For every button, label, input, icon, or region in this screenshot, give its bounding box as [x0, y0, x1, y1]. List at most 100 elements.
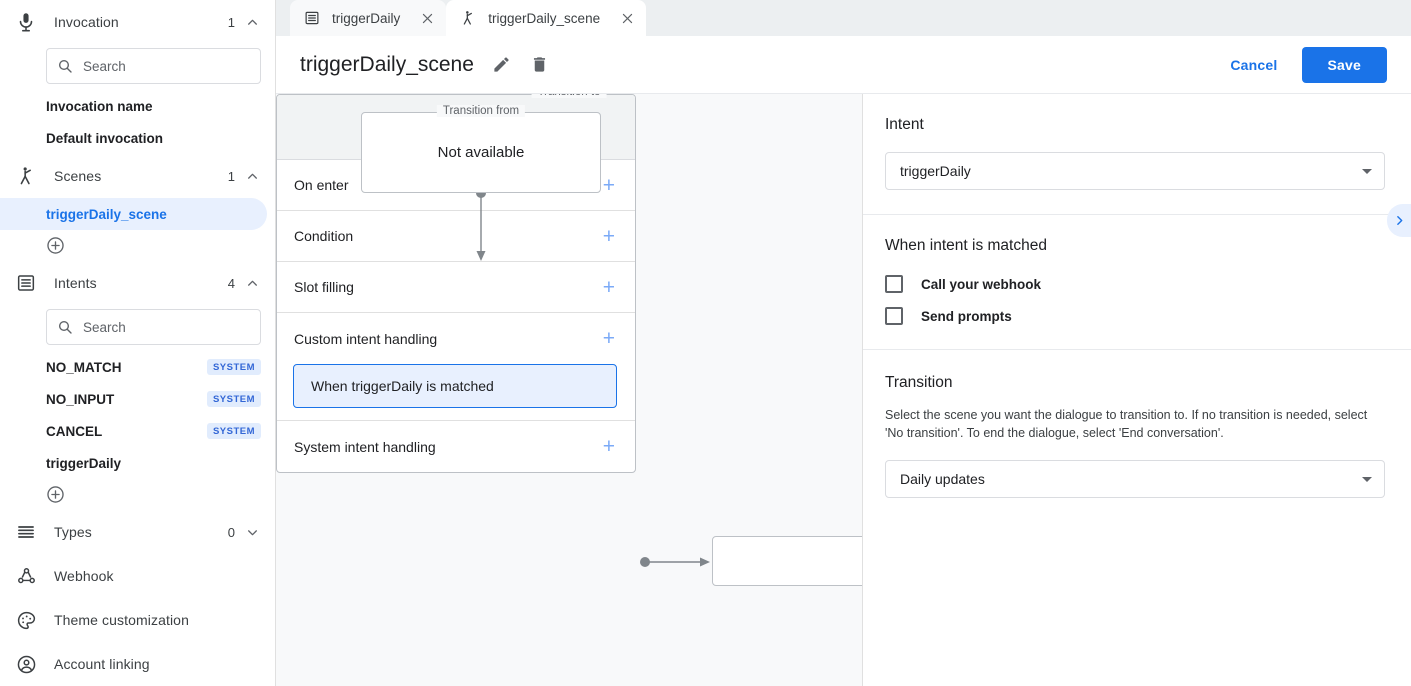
- sidebar-section-intents[interactable]: Intents 4: [0, 261, 275, 305]
- sidebar-item-theme-customization[interactable]: Theme customization: [0, 598, 275, 642]
- add-slot-filling-button[interactable]: +: [602, 275, 615, 299]
- add-on-enter-button[interactable]: +: [602, 173, 615, 197]
- scene-icon: [14, 164, 38, 188]
- tab-label: triggerDaily_scene: [488, 10, 601, 26]
- sidebar-item-invocation-name[interactable]: Invocation name: [0, 90, 275, 122]
- pencil-icon[interactable]: [492, 55, 512, 75]
- sidebar-item-webhook[interactable]: Webhook: [0, 554, 275, 598]
- send-prompts-checkbox[interactable]: [885, 307, 903, 325]
- call-your-webhook-row[interactable]: Call your webhook: [885, 275, 1385, 293]
- send-prompts-row[interactable]: Send prompts: [885, 307, 1385, 325]
- scene-icon: [460, 10, 477, 27]
- intent-handler-when-triggerdaily-is-matched[interactable]: When triggerDaily is matched: [293, 364, 617, 408]
- transition-section: Transition Select the scene you want the…: [863, 350, 1411, 522]
- scene-row-label: System intent handling: [294, 438, 436, 455]
- search-icon: [58, 59, 72, 73]
- sidebar-section-count: 1: [227, 168, 235, 184]
- invocation-search-input[interactable]: Search: [46, 48, 261, 84]
- call-your-webhook-label: Call your webhook: [921, 276, 1042, 292]
- tab-triggerdaily[interactable]: triggerDaily: [290, 0, 447, 36]
- transition-from-text: Not available: [437, 144, 525, 161]
- chevron-up-icon[interactable]: [245, 276, 259, 290]
- cancel-button[interactable]: Cancel: [1218, 49, 1289, 81]
- when-intent-matched-section: When intent is matched Call your webhook…: [863, 215, 1411, 350]
- scene-row-slot-filling[interactable]: Slot filling +: [277, 262, 635, 313]
- tab-triggerdaily-scene[interactable]: triggerDaily_scene: [446, 0, 647, 36]
- close-icon[interactable]: [418, 9, 436, 27]
- scene-row-label: On enter: [294, 177, 349, 193]
- add-condition-button[interactable]: +: [602, 224, 615, 248]
- add-circle-icon: [47, 237, 64, 254]
- tab-strip: triggerDaily triggerDaily_scene: [276, 0, 1411, 36]
- page-title: triggerDaily_scene: [300, 52, 474, 76]
- sidebar-item-label: triggerDaily_scene: [46, 206, 167, 222]
- send-prompts-label: Send prompts: [921, 308, 1012, 324]
- sidebar-item-no-input[interactable]: NO_INPUT SYSTEM: [0, 383, 275, 415]
- chevron-up-icon[interactable]: [245, 169, 259, 183]
- sidebar-item-label: Default invocation: [46, 130, 164, 146]
- transition-to-legend: Transition to: [531, 94, 607, 98]
- scene-row-label: Custom intent handling: [294, 330, 438, 347]
- save-button[interactable]: Save: [1301, 46, 1387, 83]
- intents-search-input[interactable]: Search: [46, 309, 261, 345]
- chevron-down-icon[interactable]: [245, 525, 259, 539]
- sidebar-section-scenes[interactable]: Scenes 1: [0, 154, 275, 198]
- scene-row-condition[interactable]: Condition +: [277, 211, 635, 262]
- sidebar: Invocation 1 Search Invocation name Defa…: [0, 0, 276, 686]
- types-icon: [14, 520, 38, 544]
- sidebar-item-label: CANCEL: [46, 423, 103, 439]
- add-intent-button[interactable]: [0, 479, 275, 510]
- sidebar-item-label: NO_INPUT: [46, 391, 115, 407]
- sidebar-section-count: 0: [227, 524, 235, 540]
- transition-from-legend: Transition from: [436, 105, 526, 117]
- sidebar-section-label: Intents: [54, 275, 97, 291]
- intent-select[interactable]: triggerDaily: [885, 152, 1385, 190]
- transition-target-text: Dail: [713, 537, 862, 585]
- tab-label: triggerDaily: [332, 10, 401, 26]
- sidebar-item-label: triggerDaily: [46, 455, 122, 471]
- sidebar-item-cancel[interactable]: CANCEL SYSTEM: [0, 415, 275, 447]
- custom-intent-handling-group: Custom intent handling + When triggerDai…: [277, 313, 635, 421]
- intents-search-wrapper: Search: [0, 305, 275, 351]
- sidebar-item-triggerdaily[interactable]: triggerDaily: [0, 447, 275, 479]
- sidebar-item-label: Account linking: [54, 656, 150, 672]
- intents-icon: [14, 271, 38, 295]
- sidebar-section-label: Invocation: [54, 14, 119, 30]
- sidebar-item-triggerdaily-scene[interactable]: triggerDaily_scene: [0, 198, 267, 230]
- add-scene-button[interactable]: [0, 230, 275, 261]
- status-badge: SYSTEM: [206, 359, 261, 375]
- sidebar-section-types[interactable]: Types 0: [0, 510, 275, 554]
- scene-row-custom-intent-handling[interactable]: Custom intent handling +: [277, 313, 635, 364]
- when-intent-matched-title: When intent is matched: [885, 237, 1047, 254]
- scene-row-label: Slot filling: [294, 279, 354, 295]
- close-icon[interactable]: [618, 9, 636, 27]
- intents-search-placeholder: Search: [83, 319, 126, 335]
- intents-icon: [304, 10, 321, 27]
- status-badge: SYSTEM: [206, 423, 261, 439]
- transition-target-node[interactable]: Tr Dail: [712, 536, 862, 586]
- main-content: triggerDaily triggerDaily_scene: [276, 0, 1411, 686]
- sidebar-section-label: Scenes: [54, 168, 102, 184]
- add-system-intent-handling-button[interactable]: +: [602, 435, 615, 458]
- scene-row-system-intent-handling[interactable]: System intent handling +: [277, 421, 635, 472]
- chevron-right-icon[interactable]: [1387, 204, 1411, 237]
- transition-from-node[interactable]: Transition from Not available: [361, 105, 601, 193]
- add-custom-intent-handling-button[interactable]: +: [602, 327, 615, 350]
- trash-icon[interactable]: [530, 55, 550, 75]
- scene-flow-canvas[interactable]: Transition from Not available Transition…: [276, 94, 863, 686]
- chevron-up-icon[interactable]: [245, 15, 259, 29]
- palette-icon: [14, 608, 38, 632]
- chevron-down-icon: [1362, 476, 1372, 482]
- sidebar-item-default-invocation[interactable]: Default invocation: [0, 122, 275, 154]
- call-your-webhook-checkbox[interactable]: [885, 275, 903, 293]
- scene-row-on-enter[interactable]: On enter +: [277, 160, 635, 211]
- scene-row-label: Condition: [294, 228, 354, 244]
- sidebar-section-invocation[interactable]: Invocation 1: [0, 0, 275, 44]
- transition-select[interactable]: Daily updates: [885, 460, 1385, 499]
- add-circle-icon: [47, 486, 64, 503]
- transition-section-title: Transition: [885, 374, 953, 391]
- sidebar-item-no-match[interactable]: NO_MATCH SYSTEM: [0, 351, 275, 383]
- sidebar-item-label: Theme customization: [54, 612, 189, 628]
- sidebar-item-account-linking[interactable]: Account linking: [0, 642, 275, 686]
- invocation-search-placeholder: Search: [83, 58, 126, 74]
